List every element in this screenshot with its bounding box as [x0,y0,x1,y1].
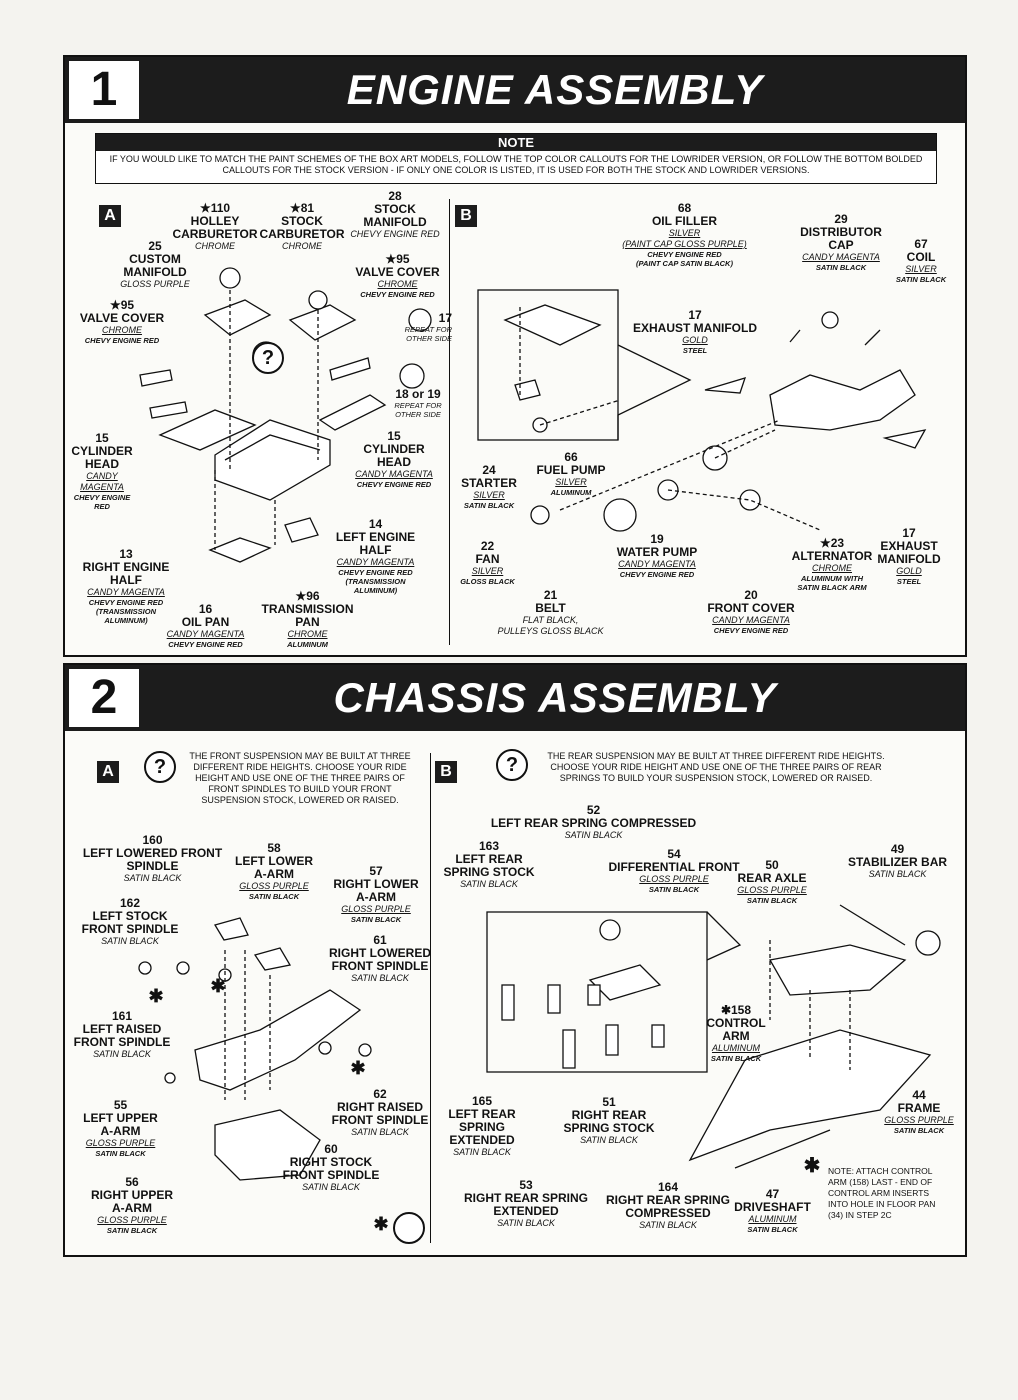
part-label-163: 163 LEFT REAR SPRING STOCK SATIN BLACK [443,839,535,890]
part-label-50: 50 REAR AXLE GLOSS PURPLE SATIN BLACK [737,858,807,906]
step2-title: CHASSIS ASSEMBLY [333,674,777,721]
part-label-95-right: ★95 VALVE COVER CHROME CHEVY ENGINE RED [355,252,440,300]
part-label-15-left: 15 CYLINDER HEAD CANDY MAGENTA CHEVY ENG… [71,431,133,512]
part-label-62: 62 RIGHT RAISED FRONT SPINDLE SATIN BLAC… [331,1087,429,1138]
part-label-58: 58 LEFT LOWER A-ARM GLOSS PURPLE SATIN B… [235,841,313,902]
part-label-13: 13 RIGHT ENGINE HALF CANDY MAGENTA CHEVY… [82,547,170,626]
footnote-text: NOTE: ATTACH CONTROL ARM (158) LAST - EN… [828,1166,936,1220]
part-label-17-exhaust-bottom: 17 EXHAUST MANIFOLD GOLD STEEL [877,526,941,587]
part-label-110: ★110 HOLLEY CARBURETOR CHROME [172,201,258,252]
part-label-19: 19 WATER PUMP CANDY MAGENTA CHEVY ENGINE… [616,532,698,580]
part-label-18-19: 18 or 19 REPEAT FOR OTHER SIDE [394,387,442,420]
part-label-55: 55 LEFT UPPER A-ARM GLOSS PURPLE SATIN B… [83,1098,158,1159]
part-label-158: ✱158 CONTROL ARM ALUMINUM SATIN BLACK [706,1003,766,1064]
note-heading: NOTE [96,134,936,151]
step2-header: 2 CHASSIS ASSEMBLY [65,665,965,731]
step2-number: 2 [69,669,139,727]
part-label-17-exhaust-top: 17 EXHAUST MANIFOLD GOLD STEEL [633,308,757,356]
step1-panel: 1 ENGINE ASSEMBLY NOTE IF YOU WOULD LIKE… [63,55,967,657]
part-label-23: ★23 ALTERNATOR CHROME ALUMINUM WITH SATI… [791,536,873,593]
front-suspension-note: THE FRONT SUSPENSION MAY BE BUILT AT THR… [189,751,411,805]
part-label-20: 20 FRONT COVER CANDY MAGENTA CHEVY ENGIN… [707,588,795,636]
asterisk-marker: ✱ [350,1058,366,1078]
part-label-14: 14 LEFT ENGINE HALF CANDY MAGENTA CHEVY … [335,517,416,596]
step1-number: 1 [69,61,139,119]
part-label-162: 162 LEFT STOCK FRONT SPINDLE SATIN BLACK [81,896,179,947]
question-icon-2b: ? [496,749,528,781]
part-label-164: 164 RIGHT REAR SPRING COMPRESSED SATIN B… [605,1180,730,1231]
question-icon: ? [252,342,284,374]
rear-suspension-note: THE REAR SUSPENSION MAY BE BUILT AT THRE… [547,751,885,783]
part-label-96: ★96 TRANSMISSION PAN CHROME ALUMINUM [261,589,354,650]
part-label-29: 29 DISTRIBUTOR CAP CANDY MAGENTA SATIN B… [800,212,882,273]
part-label-22: 22 FAN SILVER GLOSS BLACK [460,539,515,587]
part-label-61: 61 RIGHT LOWERED FRONT SPINDLE SATIN BLA… [329,933,431,984]
step1-sub-a: A [99,205,121,227]
part-label-49: 49 STABILIZER BAR SATIN BLACK [847,842,948,880]
part-label-47: 47 DRIVESHAFT ALUMINUM SATIN BLACK [734,1187,811,1235]
note-box: NOTE IF YOU WOULD LIKE TO MATCH THE PAIN… [95,133,937,184]
part-label-25: 25 CUSTOM MANIFOLD GLOSS PURPLE [120,239,190,290]
part-label-67: 67 COIL SILVER SATIN BLACK [895,237,947,285]
step2-sub-b: B [435,761,457,783]
engine-1b-illustration [477,289,927,532]
part-label-81: ★81 STOCK CARBURETOR CHROME [259,201,345,252]
question-icon-2a: ? [144,751,176,783]
footnote-asterisk: ✱ [803,1155,821,1177]
rear-suspension-illustration [486,904,941,1169]
part-label-24: 24 STARTER SILVER SATIN BLACK [461,463,517,511]
part-label-160: 160 LEFT LOWERED FRONT SPINDLE SATIN BLA… [82,833,223,884]
asterisk-marker: ✱ [373,1214,389,1234]
rotate-chassis-icon [393,1212,425,1244]
part-label-52: 52 LEFT REAR SPRING COMPRESSED SATIN BLA… [490,803,697,841]
part-label-68: 68 OIL FILLER SILVER (PAINT CAP GLOSS PU… [622,201,747,269]
asterisk-marker: ✱ [210,976,226,996]
step1-title: ENGINE ASSEMBLY [346,66,764,113]
step1-divider [449,199,450,645]
part-label-165: 165 LEFT REAR SPRING EXTENDED SATIN BLAC… [448,1094,516,1158]
asterisk-marker: ✱ [148,986,164,1006]
engine-1a-illustration [139,267,432,563]
part-label-21: 21 BELT FLAT BLACK, PULLEYS GLOSS BLACK [497,588,604,637]
part-label-16: 16 OIL PAN CANDY MAGENTA CHEVY ENGINE RE… [166,602,245,650]
step1-sub-b: B [455,205,477,227]
part-label-28: 28 STOCK MANIFOLD CHEVY ENGINE RED [350,189,440,240]
front-suspension-illustration [138,917,372,1181]
part-label-56: 56 RIGHT UPPER A-ARM GLOSS PURPLE SATIN … [90,1175,173,1236]
part-label-57: 57 RIGHT LOWER A-ARM GLOSS PURPLE SATIN … [333,864,419,925]
part-label-95-left: ★95 VALVE COVER CHROME CHEVY ENGINE RED [79,298,165,346]
step2-divider [430,753,431,1243]
part-label-66: 66 FUEL PUMP SILVER ALUMINUM [536,450,606,498]
step2-sub-a: A [97,761,119,783]
part-label-60: 60 RIGHT STOCK FRONT SPINDLE SATIN BLACK [282,1142,380,1193]
part-label-53: 53 RIGHT REAR SPRING EXTENDED SATIN BLAC… [463,1178,588,1229]
part-label-17-repeat: 17 REPEAT FOR OTHER SIDE [404,311,452,344]
note-text: IF YOU WOULD LIKE TO MATCH THE PAINT SCH… [109,154,923,175]
part-label-54: 54 DIFFERENTIAL FRONT GLOSS PURPLE SATIN… [608,847,740,895]
part-label-51: 51 RIGHT REAR SPRING STOCK SATIN BLACK [563,1095,655,1146]
part-label-44: 44 FRAME GLOSS PURPLE SATIN BLACK [884,1088,954,1136]
step1-header: 1 ENGINE ASSEMBLY [65,57,965,123]
part-label-15-right: 15 CYLINDER HEAD CANDY MAGENTA CHEVY ENG… [355,429,433,490]
part-label-161: 161 LEFT RAISED FRONT SPINDLE SATIN BLAC… [73,1009,171,1060]
